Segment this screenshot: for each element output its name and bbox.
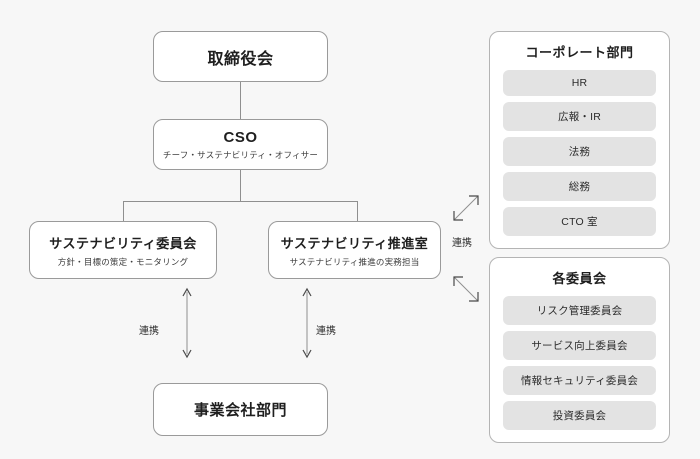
node-sustainability-office: サステナビリティ推進室 サステナビリティ推進の実務担当 <box>268 221 441 279</box>
link-label-right: 連携 <box>316 326 336 337</box>
connector-cso-stem <box>240 170 241 201</box>
link-label-side: 連携 <box>452 238 472 249</box>
node-cso-title: CSO <box>223 128 258 146</box>
node-sustainability-committee: サステナビリティ委員会 方針・目標の策定・モニタリング <box>29 221 217 279</box>
node-board-of-directors: 取締役会 <box>153 31 328 82</box>
double-arrow-diagonal-down-right-icon <box>453 276 479 302</box>
panel-item-risk-management-committee: リスク管理委員会 <box>503 296 656 325</box>
connector-board-to-cso <box>240 82 241 119</box>
node-cso-subtitle: チーフ・サステナビリティ・オフィサー <box>162 149 319 160</box>
link-label-left: 連携 <box>139 326 159 337</box>
panel-item-pr-ir: 広報・IR <box>503 102 656 131</box>
node-sustainability-office-title: サステナビリティ推進室 <box>280 235 429 251</box>
node-business-divisions-title: 事業会社部門 <box>193 402 287 419</box>
panel-corporate-departments-title: コーポレート部門 <box>525 45 634 60</box>
connector-branch-right <box>357 201 358 221</box>
panel-item-investment-committee: 投資委員会 <box>503 401 656 430</box>
double-arrow-vertical-left-icon <box>182 287 192 359</box>
panel-item-hr: HR <box>503 70 656 96</box>
panel-item-legal: 法務 <box>503 137 656 166</box>
panel-committees: 各委員会 リスク管理委員会 サービス向上委員会 情報セキュリティ委員会 投資委員… <box>489 257 670 443</box>
panel-item-information-security-committee: 情報セキュリティ委員会 <box>503 366 656 395</box>
node-cso: CSO チーフ・サステナビリティ・オフィサー <box>153 119 328 170</box>
panel-item-general-affairs: 総務 <box>503 172 656 201</box>
node-sustainability-committee-subtitle: 方針・目標の策定・モニタリング <box>57 256 189 267</box>
connector-branch-left <box>123 201 124 221</box>
connector-branch-horizontal <box>123 201 358 202</box>
panel-item-service-improvement-committee: サービス向上委員会 <box>503 331 656 360</box>
node-board-title: 取締役会 <box>207 50 274 68</box>
panel-committees-title: 各委員会 <box>552 271 607 286</box>
node-business-divisions: 事業会社部門 <box>153 383 328 436</box>
panel-corporate-departments: コーポレート部門 HR 広報・IR 法務 総務 CTO 室 <box>489 31 670 249</box>
node-sustainability-office-subtitle: サステナビリティ推進の実務担当 <box>289 256 420 267</box>
node-sustainability-committee-title: サステナビリティ委員会 <box>49 235 197 251</box>
double-arrow-vertical-right-icon <box>302 287 312 359</box>
double-arrow-diagonal-up-right-icon <box>453 195 479 221</box>
panel-item-cto-office: CTO 室 <box>503 207 656 236</box>
